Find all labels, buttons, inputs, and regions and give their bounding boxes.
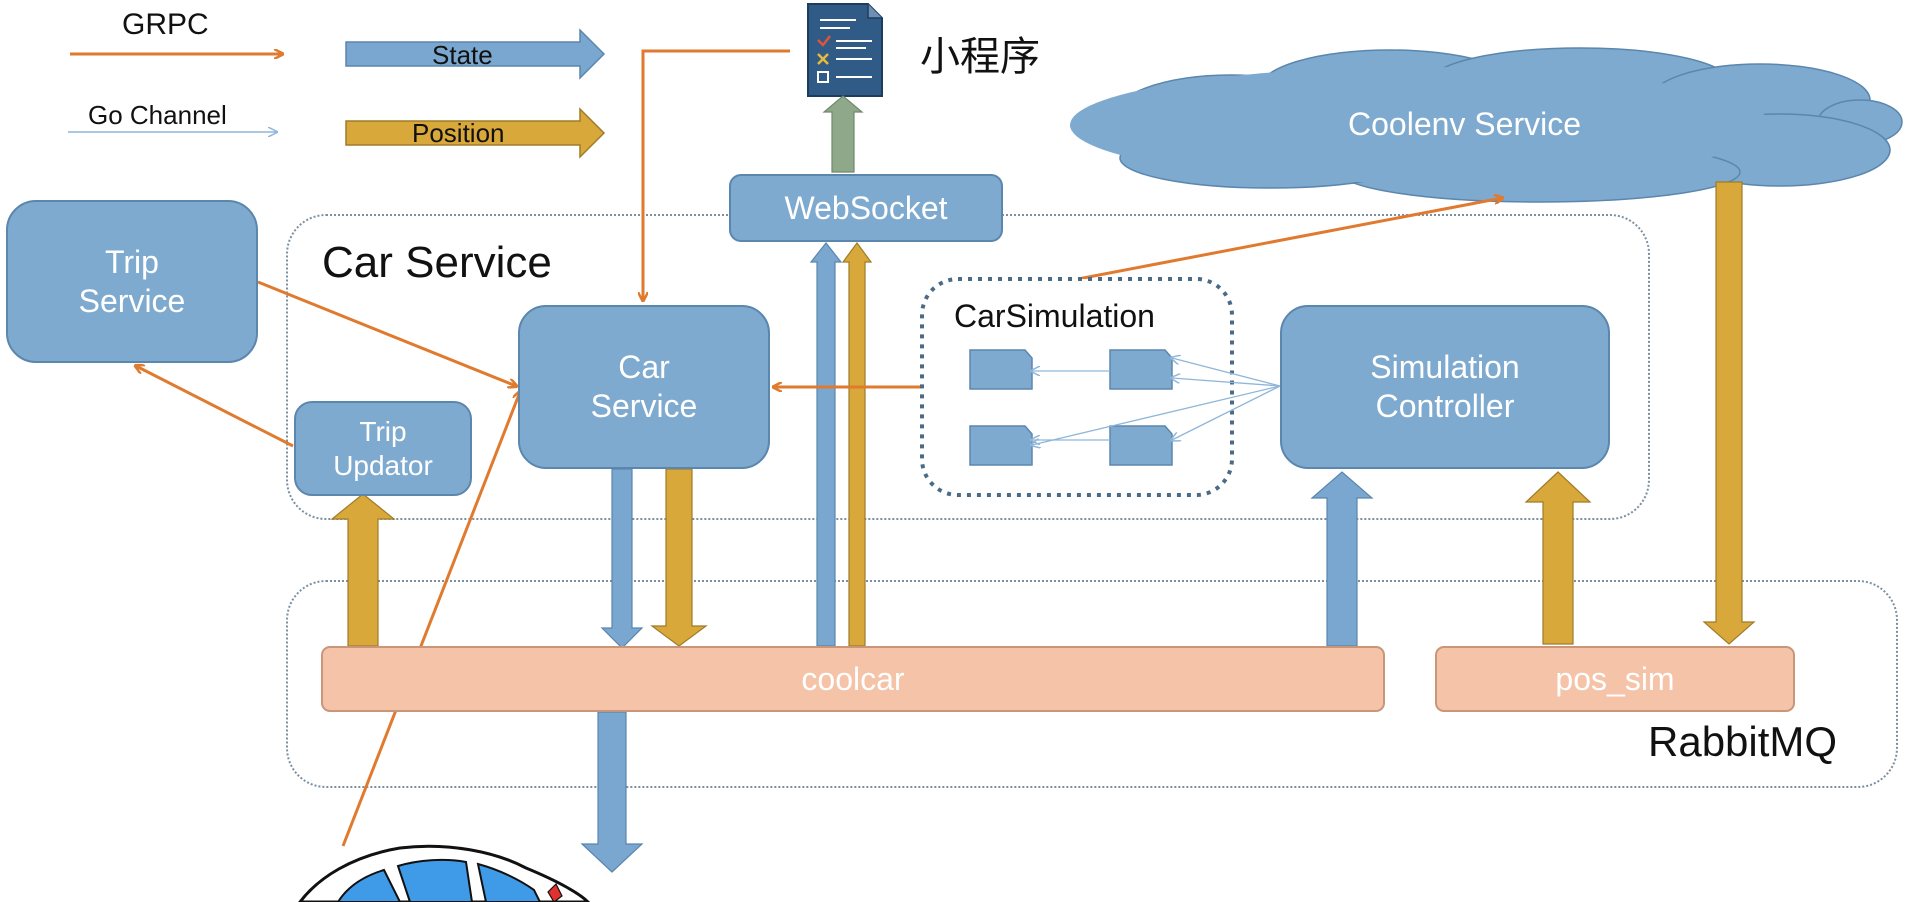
legend-go-channel-label: Go Channel xyxy=(88,100,227,130)
coolcar-queue[interactable]: coolcar xyxy=(321,646,1385,712)
car-to-carservice-grpc-arrow xyxy=(341,392,520,847)
coolenv-to-possim-arrow xyxy=(1702,181,1756,645)
go-channel-line xyxy=(1172,378,1281,387)
trip-updator-label-line2: Updator xyxy=(333,449,433,481)
car-simulation-label: CarSimulation xyxy=(954,298,1155,334)
coolcar-queue-label: coolcar xyxy=(801,660,905,697)
simulation-controller-label-line1: Simulation xyxy=(1370,349,1520,385)
rabbitmq-region xyxy=(286,580,1898,788)
simulation-controller-label-line2: Controller xyxy=(1375,388,1515,424)
go-channel-line xyxy=(1172,385,1281,440)
trip-service-label-line1: Trip xyxy=(105,243,159,280)
carservice-to-coolcar-state-arrow xyxy=(600,468,644,649)
car-service-label-line2: Service xyxy=(590,388,698,424)
sim-worker-tile-3 xyxy=(969,425,1033,466)
websocket-box[interactable]: WebSocket xyxy=(729,174,1003,242)
trip-service-label-line2: Service xyxy=(78,282,186,319)
coolenv-cloud xyxy=(1070,47,1903,203)
coolcar-to-simcontroller-arrow xyxy=(1310,471,1374,647)
miniprogram-to-carservice-grpc-arrow xyxy=(643,49,790,300)
coolcar-to-websocket-state-arrow xyxy=(809,242,843,647)
carservice-to-coolcar-position-arrow xyxy=(650,468,708,647)
sim-worker-tile-2 xyxy=(1109,349,1173,390)
coolenv-label: Coolenv Service xyxy=(1348,106,1581,142)
car-icon xyxy=(298,844,591,902)
websocket-to-miniprogram-arrow xyxy=(822,95,864,173)
miniprogram-label: 小程序 xyxy=(920,34,1040,80)
car-service-region-label: Car Service xyxy=(322,238,552,287)
rabbitmq-region-label: RabbitMQ xyxy=(1648,718,1838,765)
pos-sim-queue-label: pos_sim xyxy=(1555,660,1675,697)
go-channel-line xyxy=(1032,385,1281,445)
legend-grpc-label: GRPC xyxy=(122,8,209,41)
websocket-label: WebSocket xyxy=(784,189,948,226)
possim-to-simcontroller-arrow xyxy=(1524,471,1592,645)
coolcar-to-websocket-position-arrow xyxy=(841,241,873,647)
go-channel-line xyxy=(1172,358,1281,387)
tripservice-to-carservice-grpc-arrow xyxy=(257,280,516,386)
legend-position-label: Position xyxy=(412,118,505,148)
carsimulation-to-coolenv-grpc-arrow xyxy=(1077,198,1502,281)
legend-state-arrow xyxy=(345,28,606,80)
car-service-label-line1: Car xyxy=(618,349,670,385)
document-checklist-icon xyxy=(807,3,883,97)
coolcar-to-car-arrow xyxy=(580,711,644,873)
legend-position-arrow xyxy=(345,107,606,159)
sim-worker-tile-4 xyxy=(1109,425,1173,466)
coolcar-to-tripupdator-arrow xyxy=(330,493,396,647)
legend-state-label: State xyxy=(432,40,493,70)
pos-sim-queue[interactable]: pos_sim xyxy=(1435,646,1795,712)
trip-updator-label-line1: Trip xyxy=(359,415,407,447)
tripupdator-to-tripservice-grpc-arrow xyxy=(136,366,294,448)
sim-worker-tile-1 xyxy=(969,349,1033,390)
